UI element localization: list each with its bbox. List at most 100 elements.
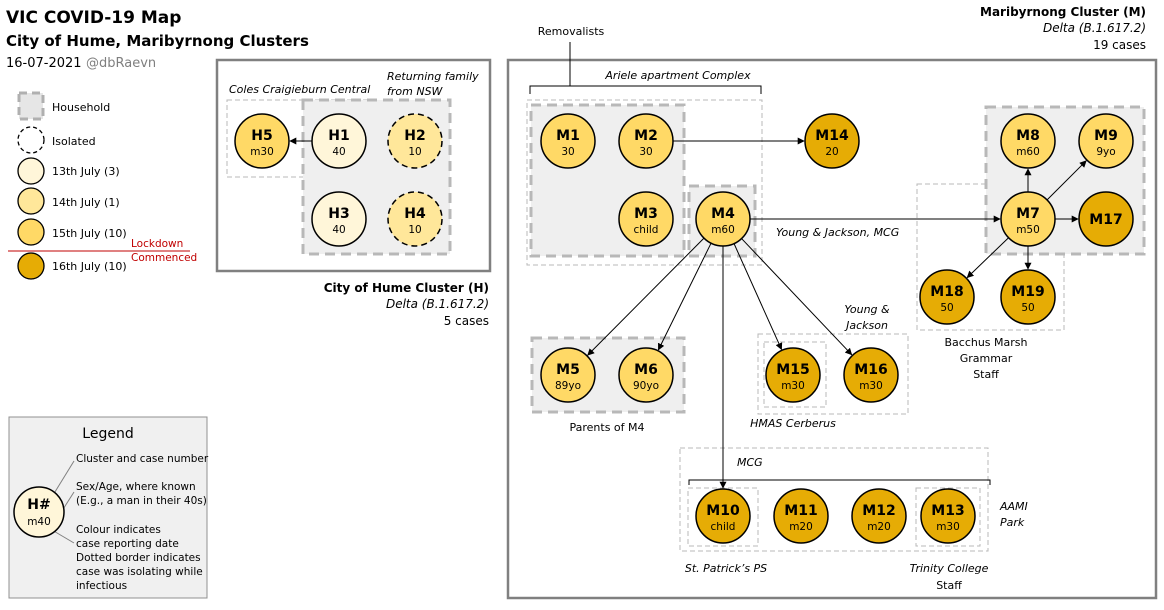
case-circle-h4 <box>387 191 443 247</box>
case-circle-h2 <box>387 113 443 169</box>
map-title: VIC COVID-19 Map <box>6 8 181 28</box>
case-circle-h1 <box>311 113 367 169</box>
yj-label-1: Young & <box>844 303 890 316</box>
case-id: M19 <box>1011 284 1044 300</box>
mcg-label: MCG <box>737 456 763 469</box>
case-sex-age: 50 <box>1021 302 1034 314</box>
case-circle-m19 <box>1000 269 1056 325</box>
case-circle-m13 <box>920 488 976 544</box>
aami-label-1: AAMI <box>999 500 1028 513</box>
case-id: M6 <box>634 362 658 378</box>
case-sex-age: 9yo <box>1096 146 1115 158</box>
case-sex-age: 40 <box>332 224 345 236</box>
link-m7-m18 <box>966 237 1009 279</box>
legend-sex-age-1: Sex/Age, where known <box>76 481 196 493</box>
case-sex-age: 30 <box>561 146 574 158</box>
yj-mcg-label: Young & Jackson, MCG <box>776 226 899 239</box>
case-id: M5 <box>556 362 580 378</box>
case-sex-age: 40 <box>332 146 345 158</box>
case-sex-age: m30 <box>781 380 805 392</box>
returning-label-2: from NSW <box>387 85 444 98</box>
case-circle-m8 <box>1000 113 1056 169</box>
legend-dotted-3: infectious <box>76 580 127 592</box>
case-id: M11 <box>784 503 817 519</box>
map-date: 16-07-2021 <box>6 56 82 71</box>
case-id: M7 <box>1016 206 1040 222</box>
case-sex-age: m60 <box>711 224 735 236</box>
maribyrnong-case-count: 19 cases <box>1093 38 1146 52</box>
case-sex-age: 30 <box>639 146 652 158</box>
link-m4-m6 <box>657 242 712 351</box>
case-id: M17 <box>1089 212 1122 228</box>
key-household: Household <box>52 101 110 114</box>
hume-variant: Delta (B.1.617.2) <box>386 297 489 311</box>
date-swatch-13 <box>17 157 45 185</box>
mcg-bracket <box>688 479 991 485</box>
case-sex-age: m30 <box>250 146 274 158</box>
case-id: M2 <box>634 128 658 144</box>
case-id: M3 <box>634 206 658 222</box>
lockdown-label-2: Commenced <box>131 252 197 264</box>
case-circle-h3 <box>311 191 367 247</box>
link-m4-m16 <box>741 238 853 356</box>
case-id: M13 <box>931 503 964 519</box>
key-isolated: Isolated <box>52 135 96 148</box>
key-15-july: 15th July (10) <box>52 227 127 240</box>
legend-pointer-3 <box>51 529 75 544</box>
legend-cluster-case: Cluster and case number <box>76 453 209 465</box>
legend-node-sub: m40 <box>27 516 51 528</box>
case-sex-age: child <box>711 521 736 533</box>
link-m7-m9 <box>1046 160 1087 201</box>
case-sex-age: m60 <box>1016 146 1040 158</box>
case-id: M8 <box>1016 128 1040 144</box>
st-patricks-label: St. Patrick’s PS <box>685 562 767 575</box>
case-sex-age: m50 <box>1016 224 1040 236</box>
parents-label: Parents of M4 <box>569 421 644 434</box>
lockdown-label-1: Lockdown <box>131 238 183 250</box>
household-swatch <box>17 91 45 121</box>
case-circle-m9 <box>1078 113 1134 169</box>
case-circle-m4 <box>695 191 751 247</box>
mcg-box <box>679 447 989 552</box>
bacchus-label-3: Staff <box>973 368 999 381</box>
case-id: M14 <box>815 128 849 144</box>
ariele-label: Ariele apartment Complex <box>604 69 751 82</box>
map-subtitle: City of Hume, Maribyrnong Clusters <box>6 32 309 50</box>
case-id: M9 <box>1094 128 1118 144</box>
date-swatch-15 <box>17 218 45 246</box>
case-sex-age: m20 <box>867 521 891 533</box>
bacchus-label-2: Grammar <box>960 352 1013 365</box>
legend-panel: Legend H# m40 Cluster and case number Se… <box>8 416 209 599</box>
case-circle-m11 <box>773 488 829 544</box>
bacchus-label-1: Bacchus Marsh <box>944 336 1027 349</box>
trinity-label-1: Trinity College <box>910 562 989 575</box>
case-sex-age: m20 <box>789 521 813 533</box>
transmission-links <box>289 137 1087 489</box>
case-nodes: H140H210H340H410H5m30M130M230M3childM4m6… <box>234 113 1134 544</box>
maribyrnong-cluster-frame <box>506 58 1158 600</box>
case-node-m17: M17 <box>1078 191 1134 247</box>
maribyrnong-cluster-name: Maribyrnong Cluster (M) <box>980 5 1146 19</box>
case-circle-m12 <box>851 488 907 544</box>
link-m4-m5 <box>587 237 705 356</box>
case-id: H5 <box>251 128 272 144</box>
case-circle-m16 <box>843 347 899 403</box>
legend-dotted-2: case was isolating while <box>76 566 203 578</box>
maribyrnong-variant: Delta (B.1.617.2) <box>1043 21 1146 35</box>
case-id: M16 <box>854 362 887 378</box>
hume-cluster-name: City of Hume Cluster (H) <box>324 281 489 295</box>
case-sex-age: 10 <box>408 224 421 236</box>
